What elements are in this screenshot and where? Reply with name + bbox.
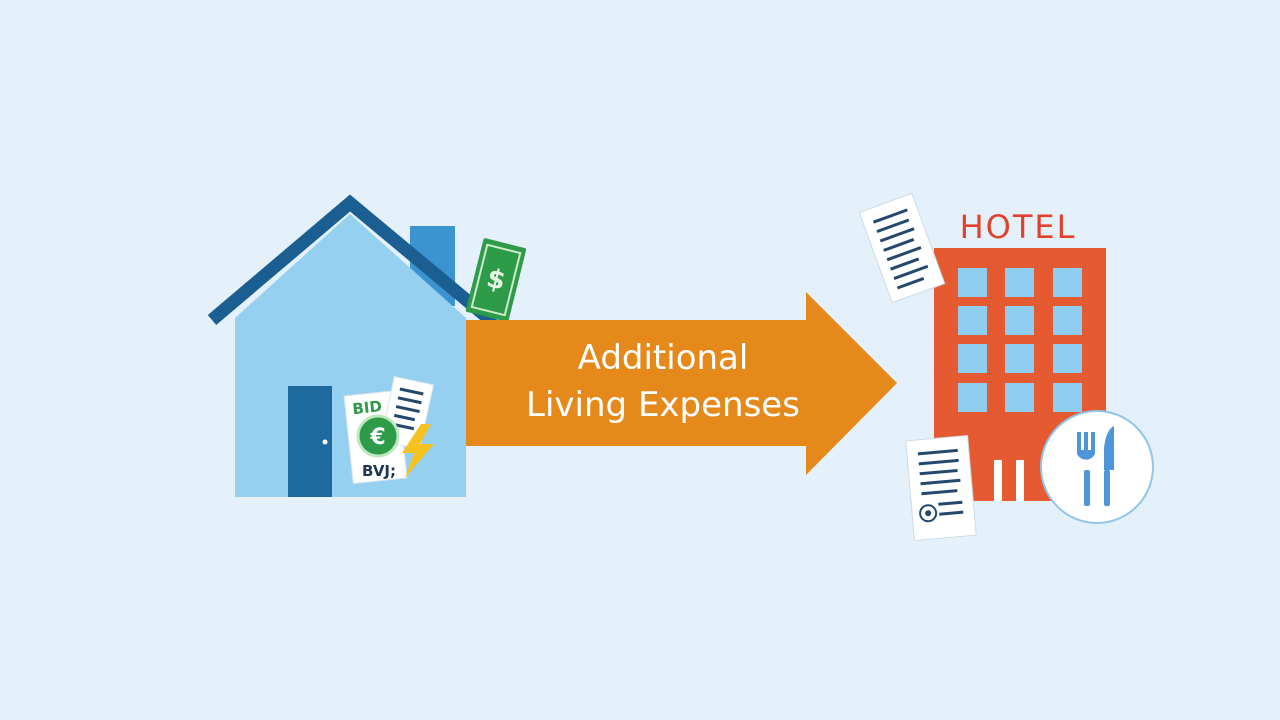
lightning-icon (402, 424, 434, 478)
knife-icon (1104, 470, 1110, 506)
arrow-label-line1: Additional (578, 338, 749, 378)
utensils-circle (1040, 410, 1154, 524)
bills-icon: BID € BVJ; (343, 375, 435, 485)
cash-icon: $ (465, 238, 527, 322)
house-roof (207, 194, 499, 328)
bill-top-text: BID (352, 397, 383, 418)
hotel-windows (958, 268, 1082, 412)
house-door-knob (322, 439, 328, 445)
hotel-entrance (994, 460, 1024, 501)
utensils-icon (1040, 410, 1154, 524)
arrow-shape (466, 292, 897, 475)
hotel-sign: HOTEL (960, 208, 1077, 246)
bill-bottom-text: BVJ; (362, 462, 396, 480)
fork-head (1077, 432, 1095, 460)
coin-symbol: € (369, 425, 385, 450)
fork-icon (1084, 470, 1090, 506)
arrow-icon: Additional Living Expenses (466, 292, 897, 475)
receipt-icon (858, 192, 946, 304)
arrow-label-line2: Living Expenses (526, 385, 800, 425)
receipt-icon (905, 434, 977, 542)
knife-blade (1104, 426, 1114, 470)
coin (356, 414, 400, 458)
